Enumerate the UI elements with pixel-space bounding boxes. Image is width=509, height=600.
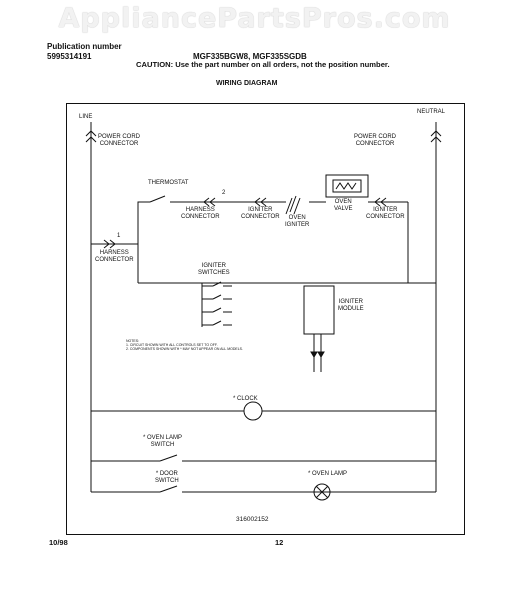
connector-igniter-right — [380, 197, 387, 207]
footer-date: 10/98 — [49, 538, 68, 547]
connector-harness-top — [209, 197, 216, 207]
connector-line-top — [85, 130, 97, 137]
oven-lamp-switch-label: * OVEN LAMP SWITCH — [143, 435, 183, 448]
marker-1: 1 — [117, 233, 121, 239]
clock-symbol — [243, 401, 263, 421]
door-switch-label: * DOOR SWITCH — [155, 471, 179, 484]
model-numbers: MGF335BGW8, MGF335SGDB — [193, 52, 307, 61]
publication-number: 5995314191 — [47, 52, 92, 61]
harness-connector-top-label: HARNESS CONNECTOR — [181, 207, 220, 220]
igniter-connector-left-label: IGNITER CONNECTOR — [241, 207, 280, 220]
line-label: LINE — [79, 114, 93, 120]
igniter-module-label: IGNITER MODULE — [338, 299, 364, 312]
igniter-connector-right-label: IGNITER CONNECTOR — [366, 207, 405, 220]
page-number: 12 — [275, 538, 284, 547]
caution-text: CAUTION: Use the part number on all orde… — [136, 60, 390, 69]
diagram-number: 316002152 — [236, 516, 269, 523]
main-bus-left — [91, 201, 150, 245]
oven-valve-label: OVEN VALVE — [334, 199, 353, 212]
oven-lamp-label: * OVEN LAMP — [308, 471, 348, 477]
power-cord-connector-right: POWER CORD CONNECTOR — [354, 134, 396, 147]
connector-harness-left — [103, 239, 110, 249]
harness-connector-left-label: HARNESS CONNECTOR — [95, 250, 134, 263]
connector-igniter-left — [260, 197, 267, 207]
oven-valve-box — [325, 174, 369, 198]
thermostat-label: THERMOSTAT — [148, 180, 189, 186]
clock-label: * CLOCK — [233, 396, 258, 402]
section-title: WIRING DIAGRAM — [216, 80, 278, 87]
power-cord-connector-left: POWER CORD CONNECTOR — [98, 134, 140, 147]
neutral-label: NEUTRAL — [417, 109, 446, 115]
oven-igniter-symbol — [289, 195, 297, 213]
igniter-switches-label: IGNITER SWITCHES — [198, 263, 230, 276]
oven-lamp-symbol — [313, 483, 331, 501]
diagram-frame — [66, 103, 465, 535]
publication-label: Publication number — [47, 42, 122, 51]
marker-2: 2 — [222, 190, 226, 196]
igniter-module-box — [303, 285, 335, 335]
oven-igniter-label: OVEN IGNITER — [285, 215, 310, 228]
connector-neutral-top — [430, 130, 442, 137]
diagram-notes: NOTES: 1. CIRCUIT SHOWN WITH ALL CONTROL… — [126, 339, 243, 351]
watermark: AppliancePartsPros.com — [58, 3, 451, 34]
thermostat-switch — [149, 195, 166, 203]
